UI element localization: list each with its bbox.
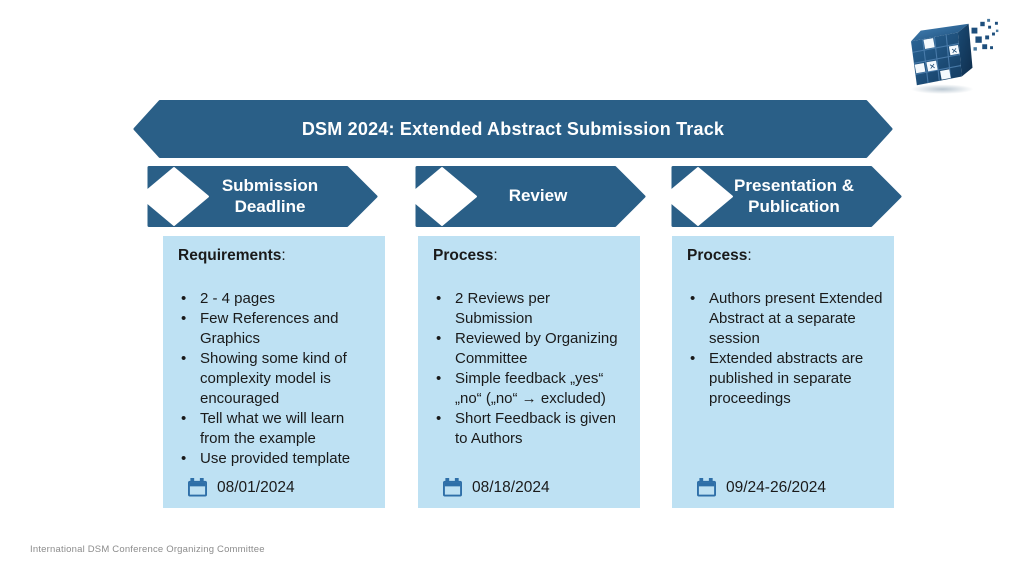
requirements-card: Requirements: 2 - 4 pages Few References…: [163, 236, 385, 508]
bullet-item: Few References and Graphics: [178, 309, 375, 349]
deadline-date-row: 08/01/2024: [178, 478, 375, 499]
deadline-date-row: 08/18/2024: [433, 478, 630, 499]
bullet-item: Short Feedback is given to Authors: [433, 409, 630, 449]
chevron-shape: [139, 166, 378, 227]
banner-shape: [133, 100, 893, 158]
card-heading-colon: :: [281, 247, 286, 264]
card-heading: Process:: [433, 247, 630, 265]
card-heading: Requirements:: [178, 247, 375, 265]
footer-credit: International DSM Conference Organizing …: [30, 544, 265, 555]
card-heading-colon: :: [747, 247, 752, 264]
calendar-icon: [443, 478, 462, 497]
chevron-label: Review: [508, 186, 568, 206]
bullet-item: Showing some kind of complexity model is…: [178, 349, 375, 409]
phase-chevron-review: Review: [406, 166, 646, 227]
chevron-shape: [407, 166, 646, 227]
bullet-item: Authors present Extended Abstract at a s…: [687, 289, 884, 349]
card-heading-text: Process: [687, 247, 748, 264]
bullet-list: 2 Reviews per Submission Reviewed by Org…: [433, 289, 630, 449]
svg-text:✕: ✕: [928, 62, 936, 72]
card-heading-colon: :: [493, 247, 498, 264]
bullet-item: Tell what we will learn from the example: [178, 409, 375, 449]
chevron-label: Submission Deadline: [221, 176, 319, 216]
review-process-card: Process: 2 Reviews per Submission Review…: [418, 236, 640, 508]
banner: DSM 2024: Extended Abstract Submission T…: [133, 100, 893, 158]
chevron-label: Presentation & Publication: [734, 176, 854, 216]
chevron-shape: [663, 166, 902, 227]
banner-title: DSM 2024: Extended Abstract Submission T…: [301, 118, 725, 139]
bullet-item: Use provided template: [178, 449, 375, 469]
calendar-icon: [697, 478, 716, 497]
calendar-icon: [188, 478, 207, 497]
bullet-item: 2 - 4 pages: [178, 289, 375, 309]
date-label: 08/01/2024: [217, 478, 295, 496]
card-heading: Process:: [687, 247, 884, 265]
date-label: 08/18/2024: [472, 478, 550, 496]
bullet-list: Authors present Extended Abstract at a s…: [687, 289, 884, 409]
bullet-item: 2 Reviews per Submission: [433, 289, 630, 329]
dsm-matrix-cube-logo: ✕ ✕: [911, 18, 999, 95]
presentation-process-card: Process: Authors present Extended Abstra…: [672, 236, 894, 508]
bullet-item: Reviewed by Organizing Committee: [433, 329, 630, 369]
svg-text:✕: ✕: [950, 46, 958, 56]
date-label: 09/24-26/2024: [726, 478, 826, 496]
deadline-date-row: 09/24-26/2024: [687, 478, 884, 499]
bullet-list: 2 - 4 pages Few References and Graphics …: [178, 289, 375, 469]
phase-chevron-presentation-publication: Presentation & Publication: [662, 166, 902, 227]
phase-chevron-submission-deadline: Submission Deadline: [138, 166, 378, 227]
card-heading-text: Process: [433, 247, 494, 264]
bullet-item: Extended abstracts are published in sepa…: [687, 349, 884, 409]
card-heading-text: Requirements: [178, 247, 282, 264]
bullet-item: Simple feedback „yes“ „no“ („no“ → exclu…: [433, 369, 630, 409]
